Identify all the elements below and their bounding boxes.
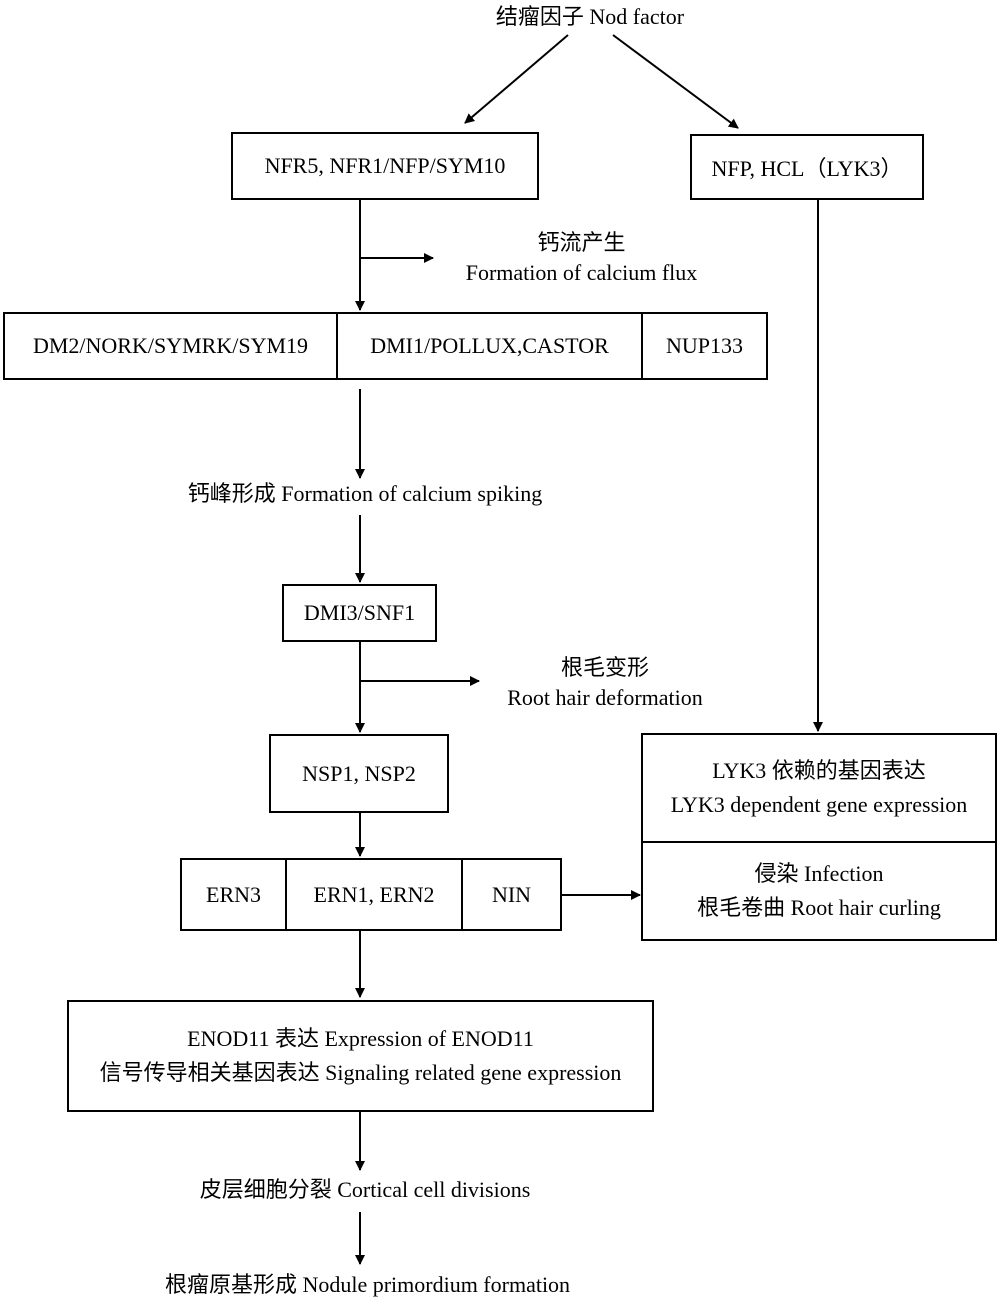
calcium-flux-zh: 钙流产生 <box>537 230 626 255</box>
dmi3-box: DMI3/SNF1 <box>282 584 437 642</box>
sym-cell-symrk: DM2/NORK/SYMRK/SYM19 <box>32 333 309 358</box>
right-receptor-box: NFP, HCL（LYK3） <box>690 134 924 200</box>
lyk3-expression-section: LYK3 依赖的基因表达 LYK3 dependent gene express… <box>643 735 995 841</box>
ern-row: ERN3 ERN1, ERN2 NIN <box>180 858 562 931</box>
root-hair-deformation-en: Root hair deformation <box>507 685 703 710</box>
infection-section: 侵染 Infection 根毛卷曲 Root hair curling <box>643 841 995 939</box>
lyk3-expression-en: LYK3 dependent gene expression <box>670 792 968 817</box>
left-receptor-text: NFR5, NFR1/NFP/SYM10 <box>264 153 506 178</box>
ern-cell-nin: NIN <box>461 860 560 929</box>
cortical-divisions-label: 皮层细胞分裂 Cortical cell divisions <box>199 1177 531 1202</box>
enod11-box: ENOD11 表达 Expression of ENOD11 信号传导相关基因表… <box>67 1000 654 1112</box>
infection-label: 侵染 Infection <box>754 861 884 886</box>
root-hair-curling-label: 根毛卷曲 Root hair curling <box>697 895 941 920</box>
dmi3-text: DMI3/SNF1 <box>303 600 416 625</box>
enod11-expression-label: ENOD11 表达 Expression of ENOD11 <box>187 1026 534 1051</box>
ern-cell-ern3: ERN3 <box>206 881 261 907</box>
signaling-gene-expression-label: 信号传导相关基因表达 Signaling related gene expres… <box>99 1060 622 1085</box>
calcium-flux-en: Formation of calcium flux <box>465 260 698 285</box>
root-hair-deformation-zh: 根毛变形 <box>560 655 649 680</box>
sym-pathway-row: DM2/NORK/SYMRK/SYM19 DMI1/POLLUX,CASTOR … <box>3 312 768 380</box>
nsp-box: NSP1, NSP2 <box>269 734 449 813</box>
sym-cell-dmi1: DMI1/POLLUX,CASTOR <box>336 314 641 378</box>
arrow-nodfactor-to-right-receptor <box>612 34 739 129</box>
calcium-flux-label: 钙流产生 Formation of calcium flux <box>444 228 719 288</box>
calcium-spiking-label: 钙峰形成 Formation of calcium spiking <box>187 481 543 506</box>
lyk3-box: LYK3 依赖的基因表达 LYK3 dependent gene express… <box>641 733 997 941</box>
ern-cell-ern1-ern2: ERN1, ERN2 <box>285 860 461 929</box>
nsp-text: NSP1, NSP2 <box>302 760 416 786</box>
arrow-nodfactor-to-left-receptor <box>464 34 569 124</box>
root-hair-deformation-label: 根毛变形 Root hair deformation <box>490 653 720 713</box>
lyk3-expression-zh: LYK3 依赖的基因表达 <box>712 758 926 783</box>
nodule-primordium-label: 根瘤原基形成 Nodule primordium formation <box>164 1272 571 1297</box>
left-receptor-box: NFR5, NFR1/NFP/SYM10 <box>231 132 539 200</box>
nod-factor-label: 结瘤因子 Nod factor <box>495 4 685 29</box>
sym-cell-nup133: NUP133 <box>641 314 766 378</box>
right-receptor-text: NFP, HCL（LYK3） <box>711 156 903 181</box>
